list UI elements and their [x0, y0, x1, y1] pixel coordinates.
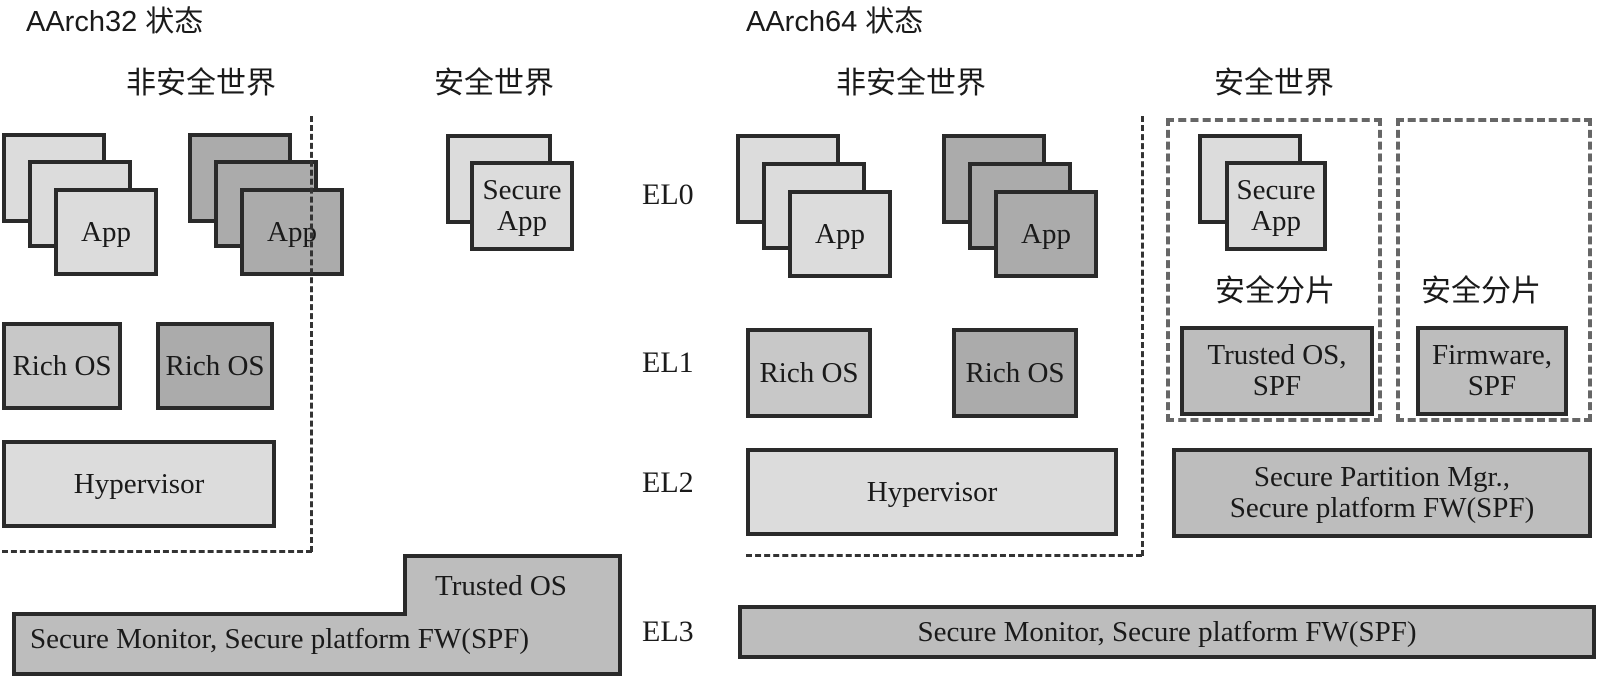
aarch64-secure-partition-right	[1396, 118, 1592, 422]
aarch64-secure-partition-manager-label: Secure Partition Mgr., Secure platform F…	[1229, 461, 1535, 524]
el1-label: EL1	[642, 346, 694, 379]
aarch64-rich-os-left-label: Rich OS	[759, 356, 859, 389]
aarch64-nonsecure-world-label: 非安全世界	[836, 66, 986, 101]
aarch64-app-left: App	[788, 190, 892, 278]
aarch32-heading: AArch32 状态	[26, 6, 204, 38]
aarch64-secure-partition-right-label: 安全分片	[1421, 274, 1541, 309]
el3-label: EL3	[642, 615, 694, 648]
aarch32-nonsecure-world-label: 非安全世界	[126, 66, 276, 101]
aarch64-trusted-os-spf: Trusted OS, SPF	[1180, 326, 1374, 416]
aarch64-secure-partition-left	[1166, 118, 1382, 422]
aarch64-secure-app: Secure App	[1225, 161, 1327, 251]
aarch64-world-boundary-vertical	[1141, 116, 1144, 556]
aarch64-firmware-spf: Firmware, SPF	[1416, 326, 1568, 416]
aarch64-trusted-os-spf-label: Trusted OS, SPF	[1207, 339, 1347, 402]
aarch64-app-right: App	[994, 190, 1098, 278]
aarch32-rich-os-left: Rich OS	[2, 322, 122, 410]
aarch64-secure-monitor-label: Secure Monitor, Secure platform FW(SPF)	[917, 615, 1417, 648]
aarch32-world-boundary-horizontal	[2, 550, 312, 553]
aarch32-rich-os-left-label: Rich OS	[12, 349, 112, 382]
aarch64-secure-partition-left-label: 安全分片	[1215, 274, 1335, 309]
aarch64-rich-os-left: Rich OS	[746, 328, 872, 418]
aarch32-secure-app: Secure App	[470, 161, 574, 251]
aarch64-rich-os-right: Rich OS	[952, 328, 1078, 418]
aarch64-heading: AArch64 状态	[746, 6, 924, 38]
aarch64-world-boundary-horizontal	[746, 554, 1142, 557]
aarch64-secure-monitor: Secure Monitor, Secure platform FW(SPF)	[738, 605, 1596, 659]
aarch64-app-right-label: App	[1021, 217, 1071, 250]
el0-label: EL0	[642, 178, 694, 211]
aarch64-firmware-spf-label: Firmware, SPF	[1432, 339, 1552, 402]
aarch32-secure-monitor-shape	[12, 554, 622, 676]
aarch32-app-left-label: App	[81, 215, 131, 248]
aarch64-secure-app-label: Secure App	[1236, 174, 1316, 237]
aarch32-secure-monitor-label: Secure Monitor, Secure platform FW(SPF)	[30, 623, 530, 655]
aarch32-hypervisor: Hypervisor	[2, 440, 276, 528]
aarch32-secure-app-label: Secure App	[482, 174, 562, 237]
aarch32-hypervisor-label: Hypervisor	[73, 467, 205, 500]
aarch64-hypervisor: Hypervisor	[746, 448, 1118, 536]
aarch64-rich-os-right-label: Rich OS	[965, 356, 1065, 389]
aarch32-secure-world-label: 安全世界	[434, 66, 554, 101]
aarch64-secure-world-label: 安全世界	[1214, 66, 1334, 101]
aarch32-app-right-label: App	[267, 215, 317, 248]
aarch32-app-left: App	[54, 188, 158, 276]
aarch64-hypervisor-label: Hypervisor	[866, 475, 998, 508]
el2-label: EL2	[642, 466, 694, 499]
aarch32-rich-os-right-label: Rich OS	[165, 349, 265, 382]
aarch32-app-right: App	[240, 188, 344, 276]
aarch32-trusted-os-label: Trusted OS	[435, 570, 567, 602]
aarch32-rich-os-right: Rich OS	[156, 322, 274, 410]
aarch32-world-boundary-vertical	[310, 116, 313, 552]
aarch64-app-left-label: App	[815, 217, 865, 250]
aarch64-secure-partition-manager: Secure Partition Mgr., Secure platform F…	[1172, 448, 1592, 538]
